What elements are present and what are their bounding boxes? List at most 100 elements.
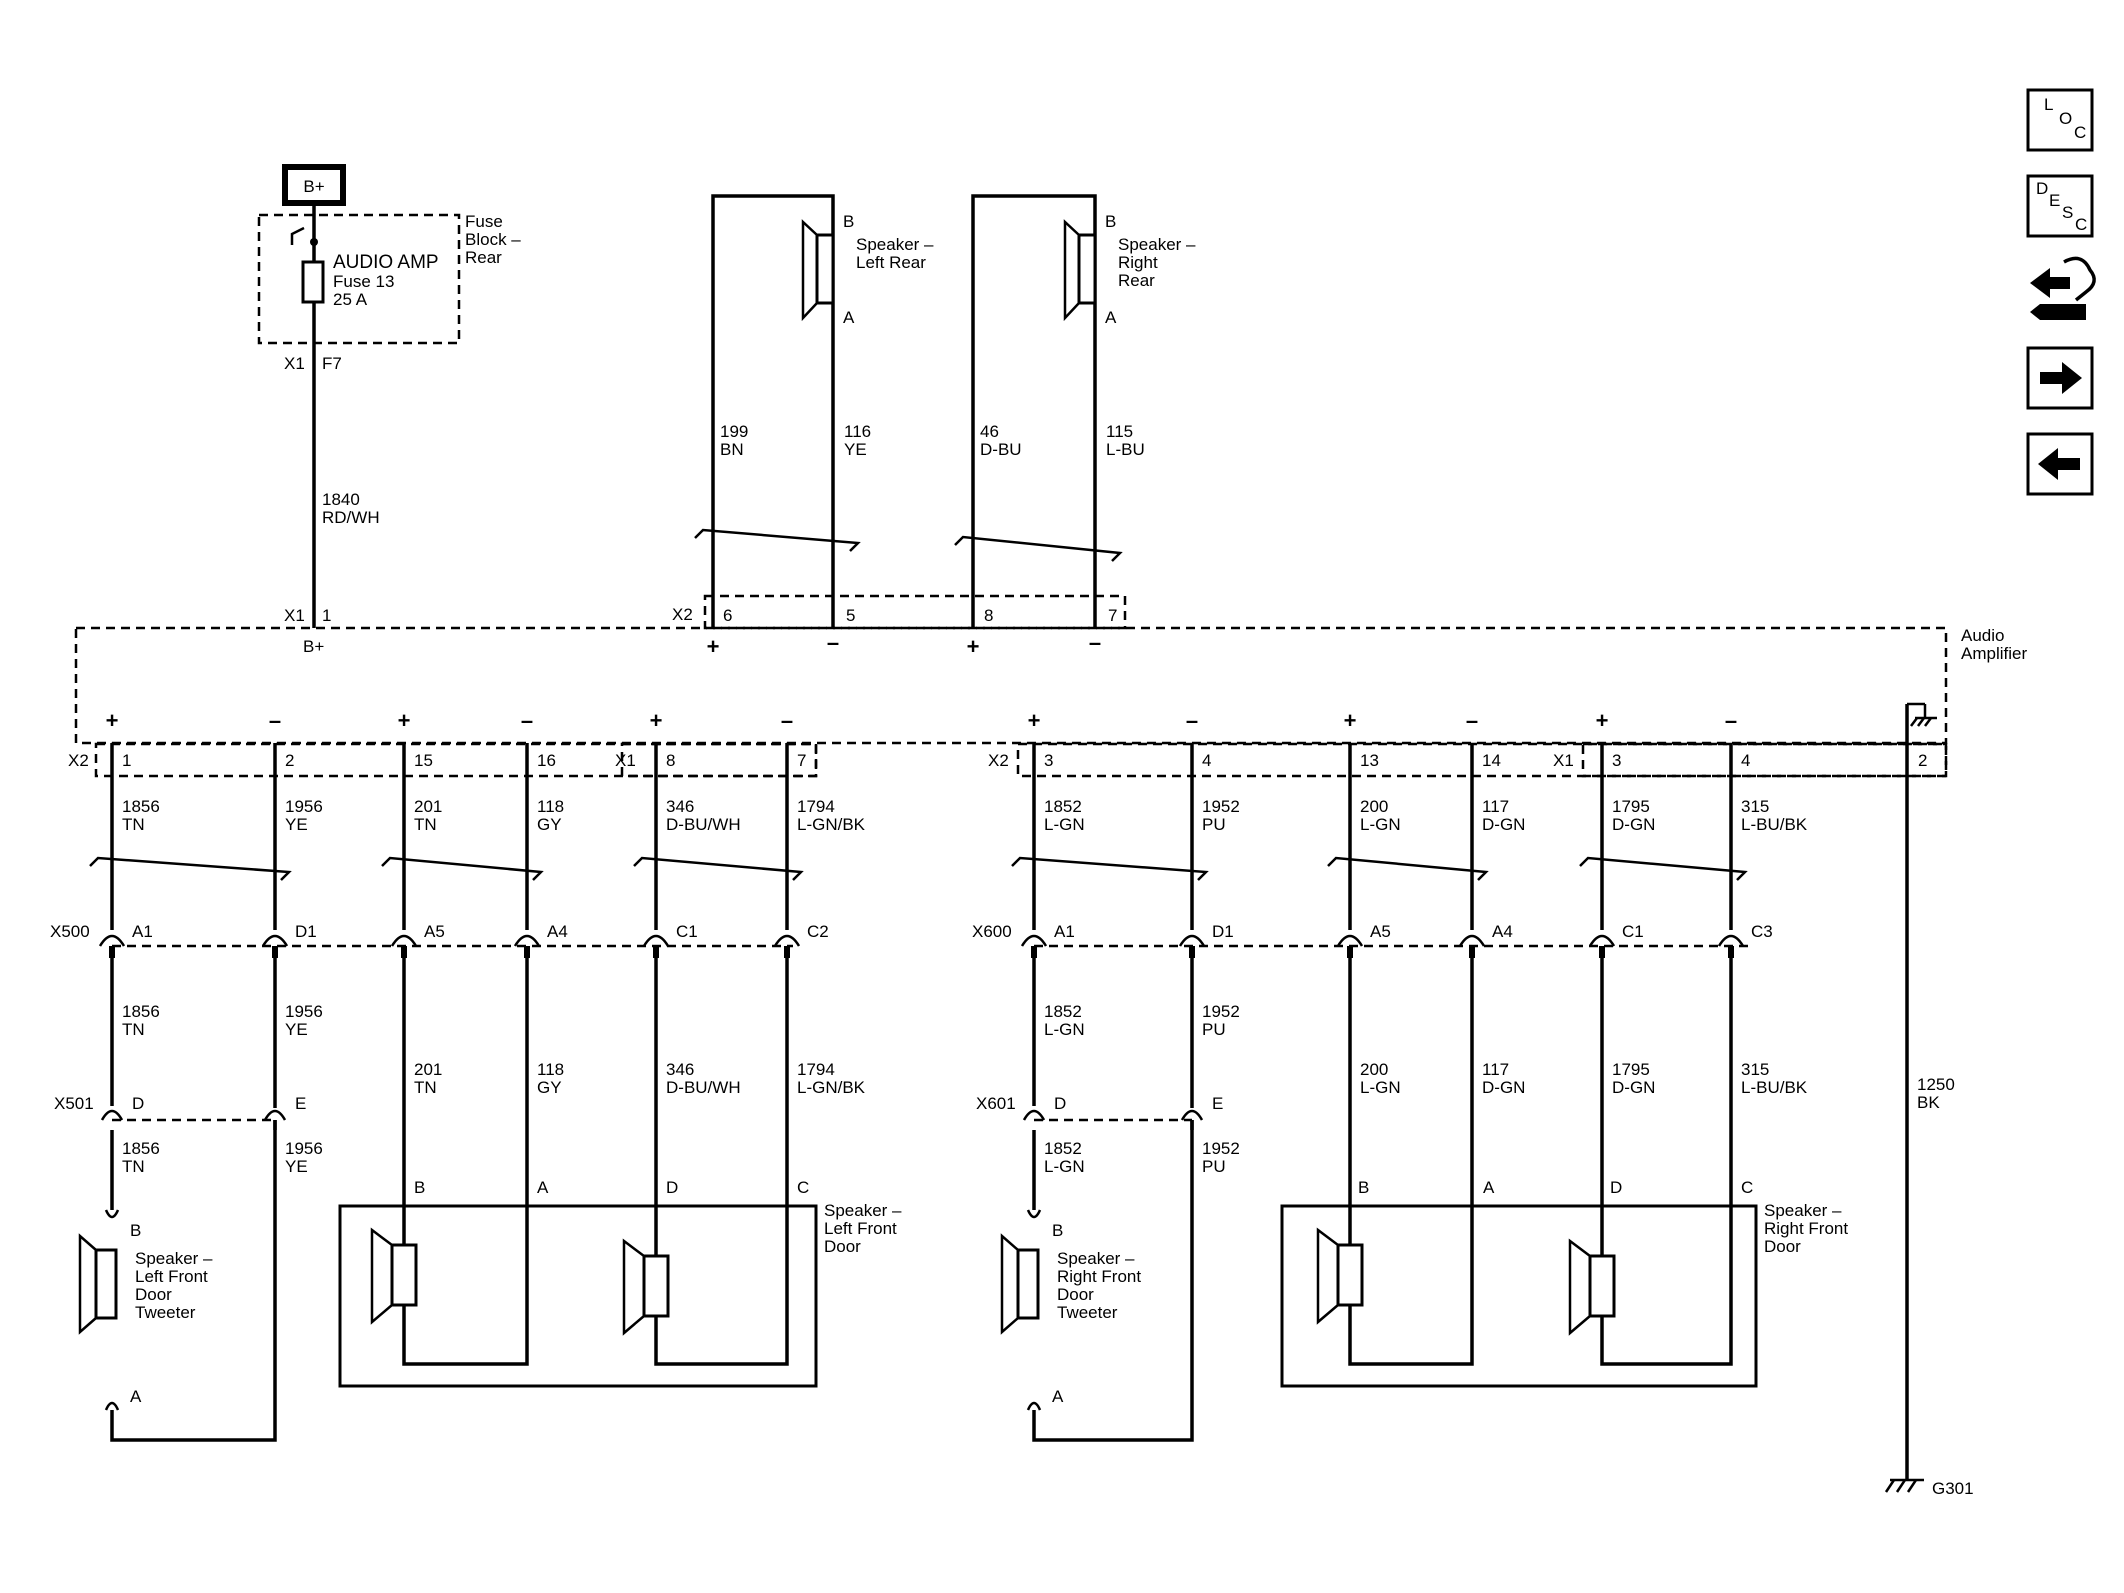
rear-connector-x2: X2 6 5 8 7 + – + –: [672, 594, 1127, 659]
output-circuit-lower: 1952: [1202, 1002, 1240, 1021]
rf-tweeter-pin-b: B: [1052, 1221, 1063, 1240]
inline-pin-label: A1: [1054, 922, 1075, 941]
speaker-icon: [78, 1233, 97, 1335]
rear-right-label-1: Speaker –: [1118, 235, 1196, 254]
output-pin: 16: [537, 751, 556, 770]
rear-pin-6: 6: [723, 606, 732, 625]
inline-pin-label: C1: [1622, 922, 1644, 941]
output-circuit: 1952: [1202, 797, 1240, 816]
output-pin: 8: [666, 751, 675, 770]
connector-pin-icon: [1728, 946, 1734, 958]
desc-button[interactable]: D E S C: [2026, 174, 2094, 238]
prev-page-button[interactable]: [2026, 432, 2094, 496]
output-color: D-GN: [1482, 815, 1525, 834]
output-pin: 3: [1612, 751, 1621, 770]
inline-pin-label: C3: [1751, 922, 1773, 941]
output-circuit-lower: 1956: [285, 1002, 323, 1021]
amplifier-title-2: Amplifier: [1961, 644, 2027, 663]
out-connector-2: X1: [615, 751, 636, 770]
twisted-pair-icon: [89, 856, 292, 881]
rf-door-pin-b: B: [1358, 1178, 1369, 1197]
fuse-name: AUDIO AMP: [333, 252, 439, 273]
desc-letter-4: C: [2075, 215, 2087, 234]
output-circuit-lower: 1852: [1044, 1002, 1082, 1021]
rf-door-pin-c: C: [1741, 1178, 1753, 1197]
inline-pin-label: C2: [807, 922, 829, 941]
ground-label: G301: [1932, 1479, 1974, 1498]
feed-wire-pin: 1: [322, 606, 331, 625]
output-color-lower: PU: [1202, 1020, 1226, 1039]
rear-left-pin-a: A: [843, 308, 855, 327]
rf-tweeter-pin-a: A: [1052, 1387, 1064, 1406]
rear-left-label-1: Speaker –: [856, 235, 934, 254]
rear-left-wire2-circuit: 116: [844, 422, 871, 441]
connector-pin-icon: [524, 946, 530, 958]
output-circuit-lower: 118: [537, 1060, 564, 1079]
lf-door-pin-d: D: [666, 1178, 678, 1197]
x601-label: X601: [976, 1094, 1016, 1113]
inline-pin-label: C1: [676, 922, 698, 941]
output-color: PU: [1202, 815, 1226, 834]
rear-right-wire1-circuit: 46: [980, 422, 999, 441]
rear-left-label-2: Left Rear: [856, 253, 926, 272]
output-circuit-lower: 346: [666, 1060, 694, 1079]
fuse-block-title-2: Block –: [465, 230, 521, 249]
lf-tweeter-label-4: Tweeter: [135, 1303, 196, 1322]
output-color: L-BU/BK: [1741, 815, 1808, 834]
fuse-icon: [301, 260, 325, 304]
rear-connector-name: X2: [672, 605, 693, 624]
out-connector-1: X2: [68, 751, 89, 770]
loc-letter-3: C: [2074, 123, 2086, 142]
output-circuit-lower: 315: [1741, 1060, 1769, 1079]
connector-terminal-icon: [1022, 1109, 1046, 1121]
ground-circuit-number: 1250: [1917, 1075, 1955, 1094]
arrow-left-icon: [2038, 448, 2080, 480]
output-circuit: 315: [1741, 797, 1769, 816]
loc-letter-2: O: [2059, 109, 2072, 128]
amplifier-title-1: Audio: [1961, 626, 2004, 645]
output-color-lower: L-GN: [1044, 1020, 1085, 1039]
lf-door-pin-a: A: [537, 1178, 549, 1197]
output-color-tweeter: L-GN: [1044, 1157, 1085, 1176]
output-circuit-tweeter: 1852: [1044, 1139, 1082, 1158]
lf-door-label-2: Left Front: [824, 1219, 897, 1238]
rear-pin-7: 7: [1108, 606, 1117, 625]
loc-button[interactable]: L O C: [2026, 88, 2094, 152]
rear-right-wire1-color: D-BU: [980, 440, 1022, 459]
output-polarity: –: [1725, 708, 1737, 733]
output-color: L-GN: [1360, 815, 1401, 834]
feed-wire: 1840 RD/WH X1 1 B+: [284, 343, 380, 656]
rf-tweeter-label-1: Speaker –: [1057, 1249, 1135, 1268]
next-page-button[interactable]: [2026, 346, 2094, 410]
lf-door-label-3: Door: [824, 1237, 861, 1256]
connector-terminal-icon: [100, 1109, 124, 1121]
output-color: GY: [537, 815, 562, 834]
output-color-lower: D-GN: [1482, 1078, 1525, 1097]
output-color-lower: GY: [537, 1078, 562, 1097]
output-color: L-GN/BK: [797, 815, 866, 834]
feed-wire-circuit: 1840: [322, 490, 360, 509]
audio-amplifier: Audio Amplifier: [74, 626, 2027, 745]
rear-right-label-2: Right: [1118, 253, 1158, 272]
output-color-lower: YE: [285, 1020, 308, 1039]
output-pin: 7: [797, 751, 806, 770]
output-circuit-tweeter: 1952: [1202, 1139, 1240, 1158]
speaker-left-rear: B A Speaker – Left Rear 199 BN 116 YE: [694, 194, 934, 628]
speaker-icon: [801, 219, 818, 322]
rf-tweeter-label-4: Tweeter: [1057, 1303, 1118, 1322]
output-circuit: 1852: [1044, 797, 1082, 816]
speaker-icon: [1568, 1238, 1591, 1336]
connector-terminal-icon: [773, 934, 801, 947]
connector-view-button[interactable]: [2030, 256, 2096, 320]
output-pin: 1: [122, 751, 131, 770]
output-circuit: 118: [537, 797, 564, 816]
lf-door-label-1: Speaker –: [824, 1201, 902, 1220]
output-polarity: +: [1596, 708, 1609, 733]
connector-pin-icon: [1189, 946, 1195, 958]
speaker-right-rear: B A Speaker – Right Rear 46 D-BU 115 L-B…: [954, 194, 1196, 628]
output-pin: 2: [285, 751, 294, 770]
amp-bplus-label: B+: [303, 637, 324, 656]
output-color: TN: [122, 815, 145, 834]
desc-letter-1: D: [2036, 179, 2048, 198]
lf-tweeter-pin-a: A: [130, 1387, 142, 1406]
